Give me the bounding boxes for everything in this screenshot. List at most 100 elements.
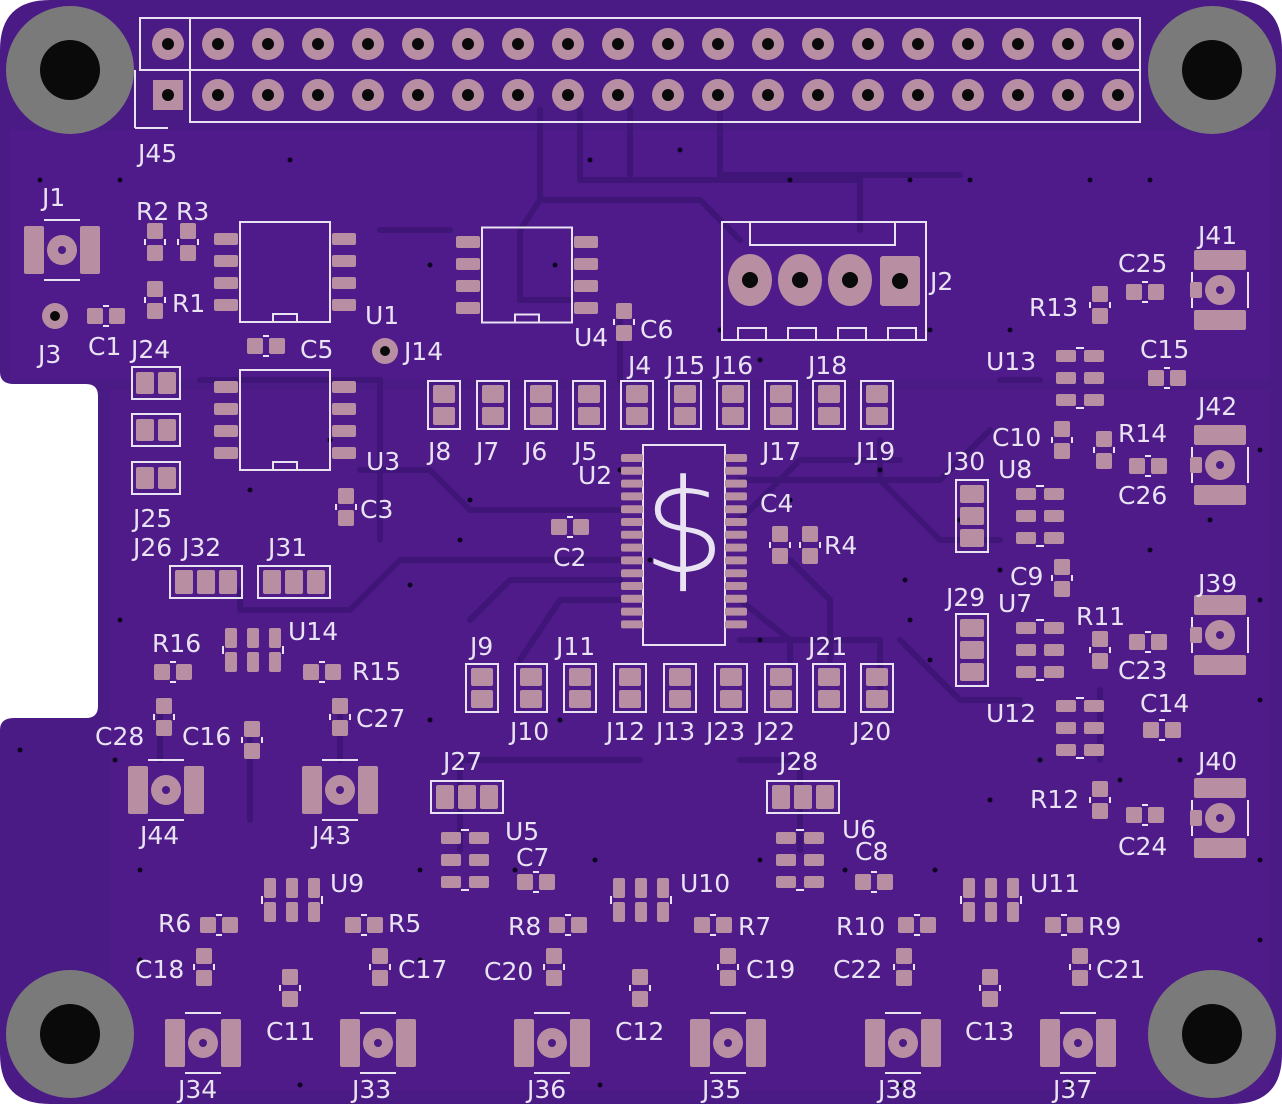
header-drill (912, 38, 924, 50)
header-drill (612, 89, 624, 101)
via (967, 177, 973, 183)
pad (621, 492, 643, 501)
header-drill (562, 89, 574, 101)
pad (770, 668, 792, 686)
pad (456, 280, 480, 292)
pad (725, 582, 747, 590)
pad (517, 874, 533, 890)
pad (865, 1019, 885, 1067)
via (1207, 517, 1213, 523)
pad (626, 407, 648, 425)
via (1257, 697, 1263, 703)
pad (621, 530, 643, 539)
ref-label-u2: U2 (578, 461, 612, 490)
via (1257, 447, 1263, 453)
pad (458, 785, 476, 809)
pad (1040, 1019, 1060, 1067)
pad (1143, 722, 1159, 738)
header-drill (162, 38, 174, 50)
ref-label-j19: J19 (854, 437, 895, 466)
header-drill (712, 89, 724, 101)
via (867, 727, 873, 733)
header-drill (562, 38, 574, 50)
pad (669, 690, 691, 708)
ref-label-u12: U12 (986, 699, 1036, 728)
trace (237, 557, 623, 613)
pad (804, 854, 824, 866)
ref-label-j30: J30 (944, 447, 985, 476)
header-drill (362, 89, 374, 101)
via (467, 497, 473, 503)
pad (285, 570, 303, 594)
header-drill (812, 89, 824, 101)
pad (1170, 370, 1186, 386)
pad (1129, 634, 1145, 650)
pad (725, 556, 747, 565)
pad (770, 385, 792, 403)
ref-label-j28: J28 (777, 747, 818, 776)
ref-label-j35: J35 (700, 1075, 741, 1104)
pad (621, 466, 643, 475)
pad (1092, 631, 1108, 647)
pad (1190, 457, 1202, 473)
pad (469, 832, 489, 844)
ref-label-u7: U7 (998, 589, 1032, 618)
jumper-outline (131, 366, 181, 400)
ref-label-j26: J26 (131, 533, 172, 562)
pad (804, 876, 824, 888)
pad (963, 878, 975, 898)
ref-label-j40: J40 (1196, 747, 1237, 776)
ref-label-j9: J9 (468, 632, 493, 661)
pad (725, 607, 747, 616)
pad (1194, 595, 1246, 615)
header-drill (712, 38, 724, 50)
ufl-pin (1216, 286, 1224, 294)
trace (467, 577, 623, 623)
ufl-pin (548, 1039, 556, 1047)
pad (621, 569, 643, 578)
ref-label-r2: R2 (136, 197, 169, 226)
pad (1194, 838, 1246, 858)
ref-label-c12: C12 (615, 1017, 664, 1046)
ref-label-r16: R16 (152, 629, 201, 658)
pad (269, 628, 281, 648)
pad (804, 832, 824, 844)
via (987, 797, 993, 803)
u2-outline (642, 444, 726, 646)
pad (725, 569, 747, 578)
pad (613, 902, 625, 922)
ref-label-u3: U3 (366, 447, 400, 476)
pad (877, 874, 893, 890)
jumper-outline (764, 663, 798, 713)
ref-label-j7: J7 (474, 437, 499, 466)
via (1007, 327, 1013, 333)
board-logo: $ (643, 451, 726, 603)
pad (1072, 948, 1088, 964)
header-drill (412, 89, 424, 101)
pad (469, 854, 489, 866)
pad (520, 690, 542, 708)
pad (332, 299, 356, 311)
ref-label-c5: C5 (300, 335, 333, 364)
jumper-outline (476, 380, 510, 430)
pad (551, 519, 567, 535)
pad (960, 641, 984, 659)
pad (776, 832, 796, 844)
via (137, 867, 143, 873)
pad (332, 381, 356, 393)
pad (574, 258, 598, 270)
header-drill (1012, 38, 1024, 50)
pad (196, 948, 212, 964)
pad (482, 385, 504, 403)
pad (616, 303, 632, 319)
pad (1016, 644, 1036, 656)
pad (244, 721, 260, 737)
pad (1044, 488, 1064, 500)
ufl-pin (1074, 1039, 1082, 1047)
pad (982, 991, 998, 1007)
via (417, 867, 423, 873)
trace (737, 427, 993, 483)
pad (802, 548, 818, 564)
pad (286, 902, 298, 922)
pad (482, 407, 504, 425)
